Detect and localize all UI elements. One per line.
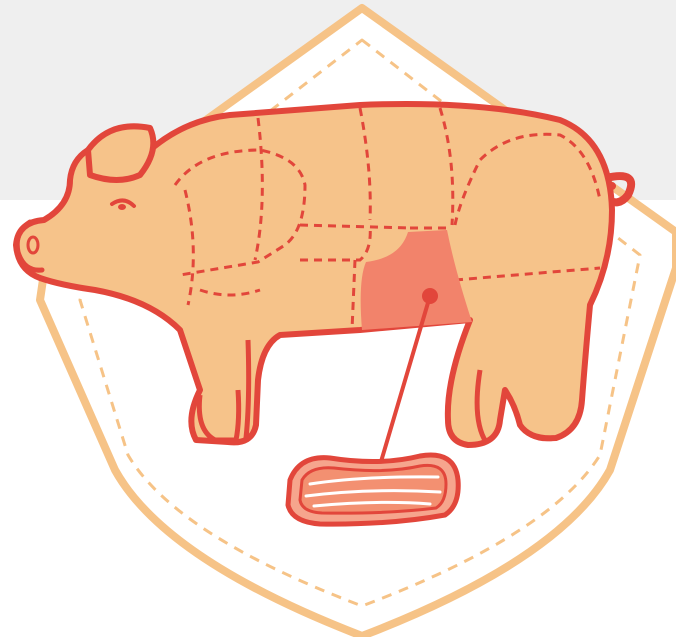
bacon-slab-icon [288, 455, 458, 524]
